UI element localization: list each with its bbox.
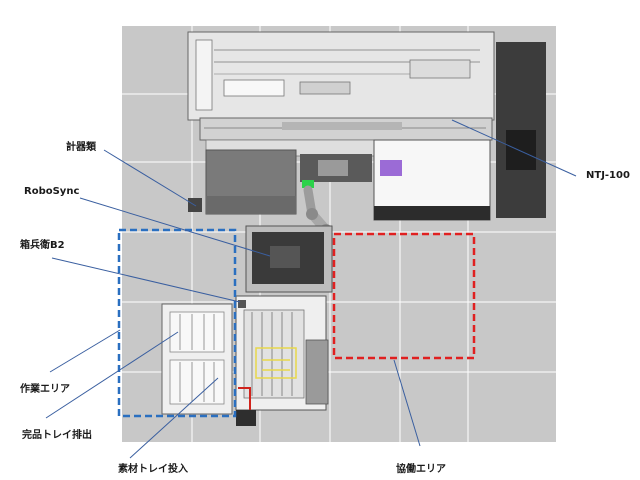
label-robosync: RoboSync xyxy=(24,186,80,197)
tray-rack xyxy=(161,303,233,415)
box-station xyxy=(235,295,329,426)
label-machine: NTJ-100 xyxy=(586,170,630,181)
label-work-area: 作業エリア xyxy=(20,384,70,395)
leader-instruments xyxy=(103,149,197,207)
robosync-base xyxy=(245,225,333,293)
leader-lines xyxy=(45,119,577,459)
label-collab-area: 協働エリア xyxy=(396,464,446,475)
label-material-tray-in: 素材トレイ投入 xyxy=(118,464,188,475)
work-area-outline xyxy=(117,228,237,418)
collab-area-outline xyxy=(332,232,476,360)
label-hakobe: 箱兵衛B2 xyxy=(20,240,65,251)
leader-material-tray xyxy=(129,377,219,459)
leader-collab-area xyxy=(393,359,421,447)
machine-ntj100 xyxy=(187,31,546,221)
leader-machine xyxy=(451,119,577,177)
leader-robosync xyxy=(79,197,271,257)
leader-finished-tray xyxy=(45,331,179,419)
label-finished-tray-out: 完品トレイ排出 xyxy=(22,430,92,441)
label-instruments: 計器類 xyxy=(66,142,96,153)
leader-hakobe xyxy=(51,257,241,303)
leader-work-area xyxy=(49,329,121,373)
